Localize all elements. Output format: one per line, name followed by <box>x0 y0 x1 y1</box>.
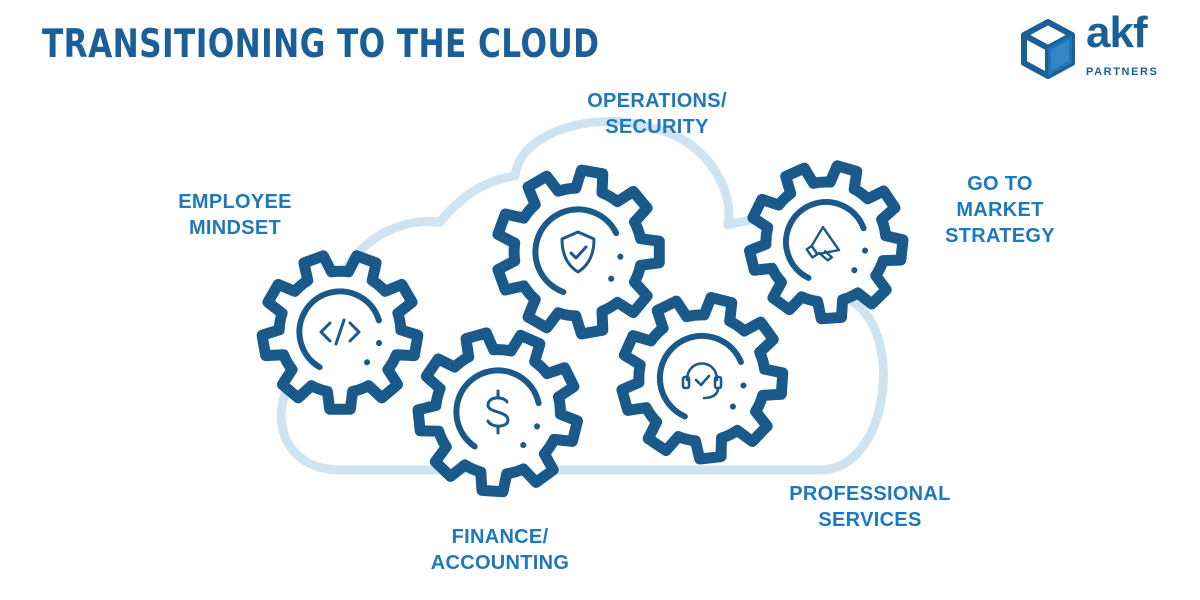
logo-brand-text: akf <box>1086 8 1148 57</box>
label-line: STRATEGY <box>945 225 1055 247</box>
gear-operations <box>492 164 665 340</box>
gear-inner-ring <box>782 199 869 285</box>
gear-inner-ring <box>656 332 748 424</box>
label-line: MINDSET <box>188 217 282 239</box>
label-line: SECURITY <box>605 116 709 138</box>
logo-subtitle: PARTNERS <box>1086 66 1159 78</box>
akf-logo: akf PARTNERS <box>1018 8 1178 82</box>
label-line: MARKET <box>956 199 1044 221</box>
gear-outline <box>492 164 665 340</box>
label-line: GO TO <box>967 173 1033 195</box>
gear-inner-ring <box>296 288 384 376</box>
label-line: EMPLOYEE <box>178 191 292 213</box>
gear-employee <box>256 250 424 415</box>
shield-check-icon <box>560 230 596 274</box>
cube-icon <box>1021 19 1075 79</box>
dollar-icon <box>486 389 510 435</box>
code-icon <box>319 318 361 346</box>
gear-outline <box>744 160 909 325</box>
megaphone-icon <box>805 225 841 262</box>
gear-professional <box>616 292 789 465</box>
gear-gotomarket <box>744 160 909 325</box>
label-operations-security: OPERATIONS/ SECURITY <box>562 88 752 140</box>
gear-inner-ring <box>532 206 624 298</box>
label-go-to-market-strategy: GO TO MARKET STRATEGY <box>925 171 1075 249</box>
gear-inner-ring <box>453 367 543 457</box>
page-title: TRANSITIONING TO THE CLOUD <box>42 22 600 67</box>
label-line: SERVICES <box>818 509 922 531</box>
gear-finance <box>412 327 583 498</box>
headset-icon <box>681 362 723 400</box>
label-line: FINANCE/ <box>451 526 549 548</box>
label-line: OPERATIONS/ <box>587 90 727 112</box>
label-employee-mindset: EMPLOYEE MINDSET <box>160 189 310 241</box>
gear-outline <box>616 292 789 465</box>
label-professional-services: PROFESSIONAL SERVICES <box>765 481 975 533</box>
label-finance-accounting: FINANCE/ ACCOUNTING <box>405 524 595 576</box>
label-line: ACCOUNTING <box>430 552 570 574</box>
label-line: PROFESSIONAL <box>789 483 951 505</box>
